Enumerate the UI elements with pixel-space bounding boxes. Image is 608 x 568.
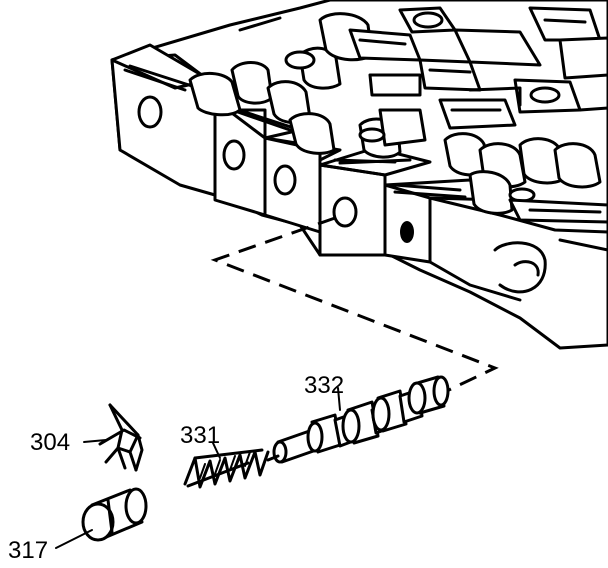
spring-331 [183, 448, 280, 489]
valve-body-casting [110, 0, 608, 350]
callout-304: 304 [30, 429, 70, 456]
valve-spool-332 [272, 375, 450, 464]
alignment-leader-line [210, 216, 499, 400]
retainer-clip-304 [98, 403, 144, 472]
bore-plug-317 [81, 487, 148, 542]
callout-leaders [55, 387, 341, 549]
callout-332: 332 [304, 372, 344, 399]
callout-331: 331 [180, 422, 220, 449]
callout-317: 317 [8, 537, 48, 564]
